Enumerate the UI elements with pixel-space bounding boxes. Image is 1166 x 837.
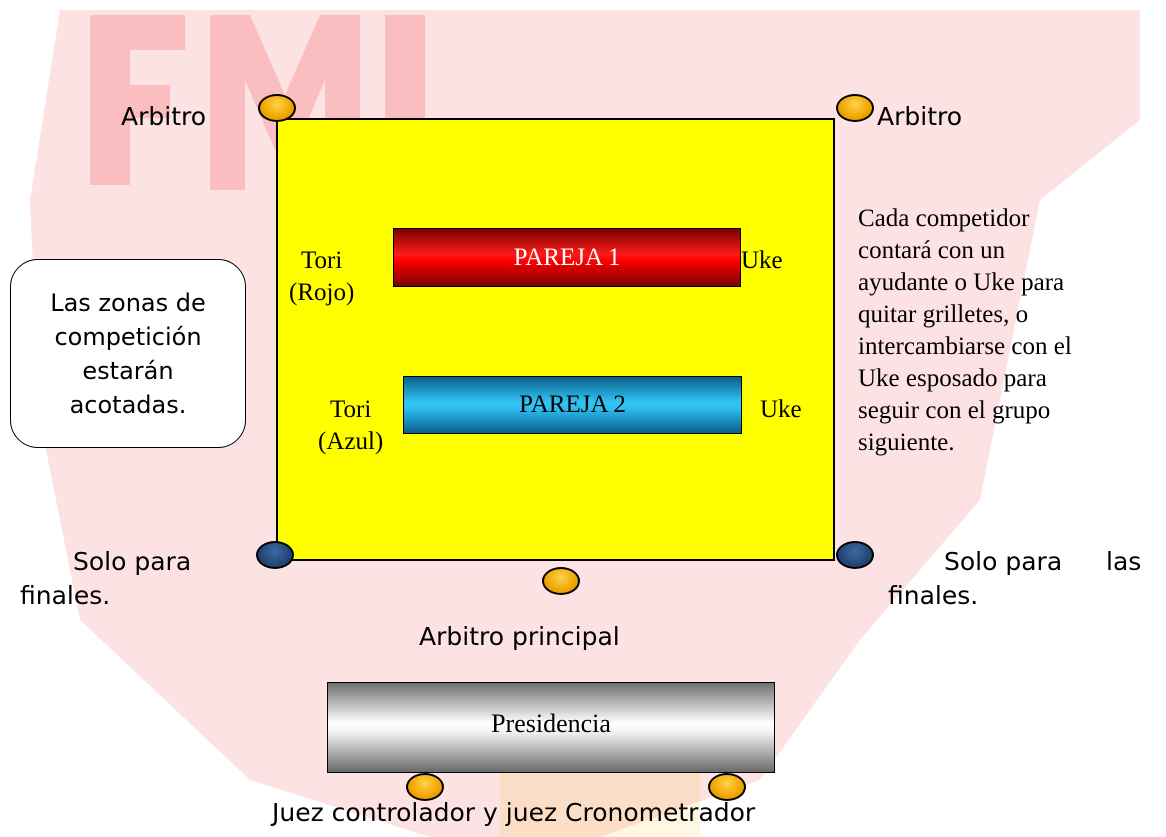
- pair-1-bar: PAREJA 1: [393, 228, 741, 287]
- referee-top-right-marker: [836, 94, 874, 122]
- callout-line: Las zonas de: [50, 288, 206, 317]
- pair-2-label: PAREJA 2: [519, 391, 626, 418]
- presidency-label: Presidencia: [491, 708, 611, 738]
- head-referee-label: Arbitro principal: [419, 622, 620, 651]
- finals-left-line1: Solo para: [73, 547, 192, 576]
- finals-right-word2: las: [1106, 547, 1142, 576]
- pair-1-uke-label: Uke: [741, 247, 783, 274]
- judges-label: Juez controlador y juez Cronometrador: [272, 798, 756, 827]
- pair-2-bar: PAREJA 2: [403, 376, 742, 434]
- callout-line: estarán: [82, 356, 174, 385]
- referee-left-label: Arbitro: [121, 102, 207, 131]
- competition-zones-callout: Las zonas de competición estarán acotada…: [10, 259, 246, 448]
- referee-right-label: Arbitro: [877, 102, 963, 131]
- finals-right-line2: finales.: [888, 581, 979, 610]
- finals-left-marker: [256, 541, 294, 569]
- uke-assistant-note: Cada competidor contará con un ayudante …: [858, 203, 1158, 459]
- pair-1-tori-label: Tori (Rojo): [289, 247, 355, 306]
- note-line: Uke esposado para: [858, 365, 1047, 392]
- note-line: ayudante o Uke para: [858, 269, 1065, 296]
- pair-1-label: PAREJA 1: [513, 243, 621, 271]
- callout-line: competición: [54, 322, 202, 351]
- pair-2-uke-label: Uke: [760, 396, 802, 423]
- note-line: quitar grilletes, o: [858, 301, 1029, 328]
- finals-right-word1: Solo para: [944, 547, 1063, 576]
- competition-mat: [276, 118, 835, 561]
- note-line: contará con un: [858, 237, 1006, 264]
- note-line: siguiente.: [858, 429, 955, 456]
- head-referee-marker: [542, 567, 580, 595]
- finals-left-line2: finales.: [20, 581, 111, 610]
- note-line: intercambiarse con el: [858, 333, 1072, 360]
- callout-line: acotadas.: [69, 390, 187, 419]
- note-line: seguir con el grupo: [858, 397, 1051, 424]
- presidency-table: Presidencia: [327, 682, 775, 773]
- judge-controller-marker: [406, 773, 444, 801]
- referee-top-left-marker: [258, 94, 296, 122]
- judge-timekeeper-marker: [708, 773, 746, 801]
- finals-right-marker: [836, 541, 874, 569]
- pair-2-tori-label: Tori (Azul): [318, 396, 384, 455]
- note-line: Cada competidor: [858, 205, 1030, 232]
